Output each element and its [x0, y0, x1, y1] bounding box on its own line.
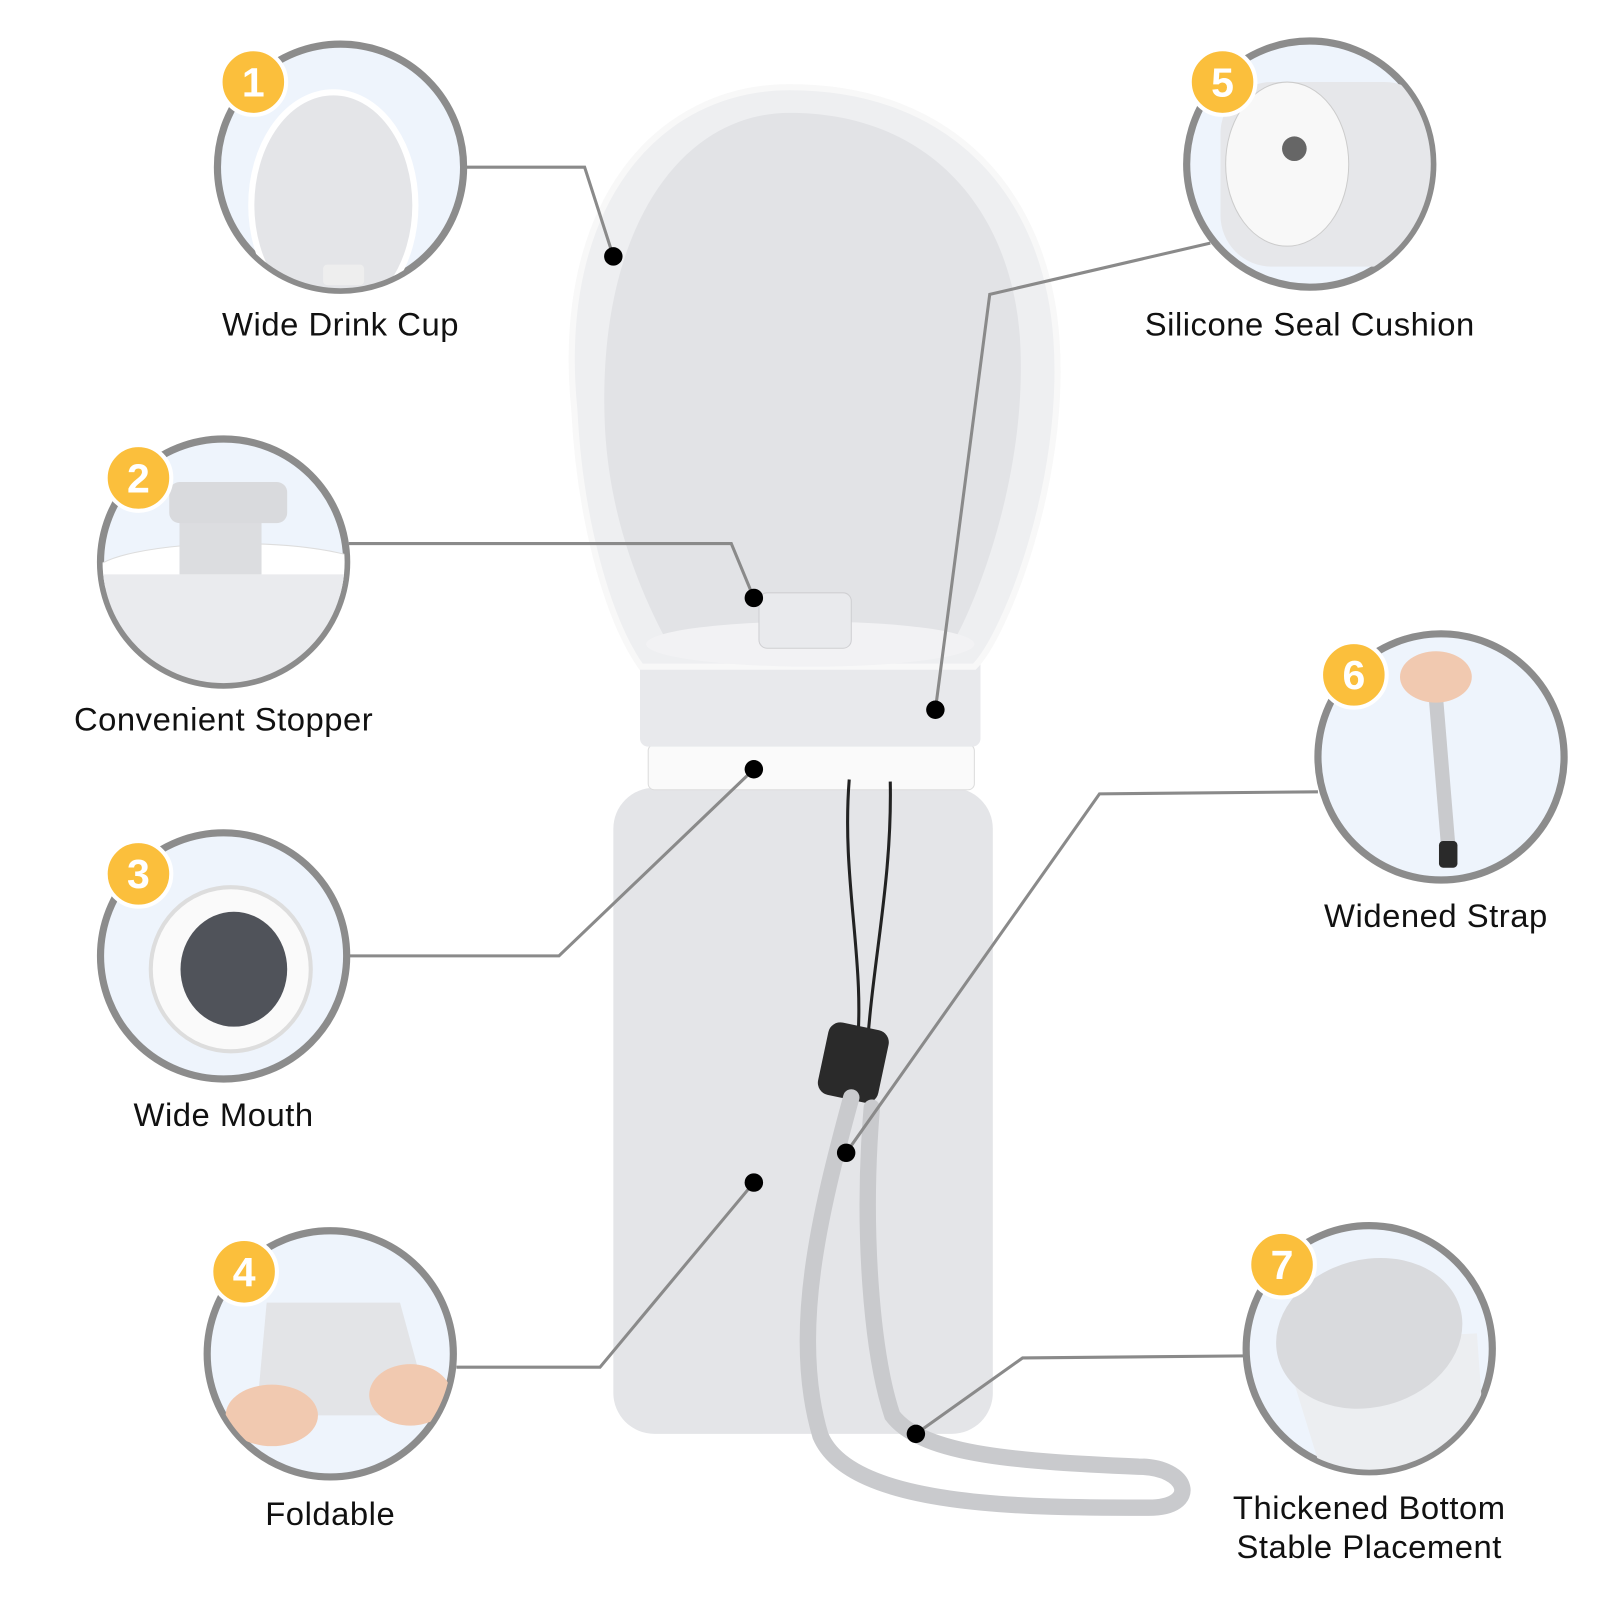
feature-label: Silicone Seal Cushion	[1145, 305, 1475, 342]
bottle-ring	[647, 744, 975, 791]
badge-number: 6	[1342, 652, 1365, 698]
badge-3	[103, 838, 174, 909]
feature-convenient-stopper: 2 Convenient Stopper	[74, 435, 373, 737]
feature-label: Wide Drink Cup	[222, 305, 459, 342]
strap-cord	[846, 779, 892, 1057]
leader-lines	[348, 165, 1318, 1444]
feature-silicone-seal-cushion: 5 Silicone Seal Cushion	[1145, 37, 1475, 342]
marker-dot	[604, 247, 623, 266]
water-bottle-image	[568, 84, 1191, 1516]
badge-number: 5	[1211, 59, 1234, 105]
marker-dot	[744, 760, 764, 779]
strap-tip	[817, 1022, 889, 1103]
feature-label: Thickened Bottom	[1233, 1489, 1506, 1526]
feature-label: Stable Placement	[1237, 1528, 1502, 1565]
marker-dot	[906, 1424, 926, 1444]
bottle-collar	[640, 656, 981, 747]
badge-6	[1318, 639, 1389, 710]
feature-wide-drink-cup: 1 Wide Drink Cup	[213, 40, 468, 342]
feature-label: Foldable	[265, 1495, 395, 1532]
strap	[799, 1089, 1191, 1516]
badge-number: 1	[242, 59, 265, 105]
marker-dot	[744, 588, 764, 608]
marker-dot	[836, 1143, 856, 1163]
badge-number: 4	[233, 1249, 256, 1295]
marker-dot	[926, 700, 945, 719]
feature-wide-mouth: 3 Wide Mouth	[96, 829, 351, 1133]
badge-1	[218, 47, 289, 117]
feature-widened-strap: 6 Widened Strap	[1314, 630, 1568, 934]
badge-number: 3	[127, 851, 150, 897]
feature-label: Wide Mouth	[133, 1096, 313, 1133]
feature-label: Convenient Stopper	[74, 700, 373, 737]
badge-number: 2	[127, 455, 150, 501]
bottle-body	[613, 787, 993, 1434]
stopper	[758, 592, 852, 649]
badge-5	[1187, 47, 1258, 117]
badge-4	[209, 1236, 279, 1307]
feature-thickened-bottom: 7 Thickened Bottom Stable Placement	[1233, 1222, 1506, 1565]
badge-2	[103, 443, 174, 513]
badge-7	[1247, 1229, 1317, 1300]
badge-number: 7	[1271, 1242, 1294, 1288]
feature-foldable: 4 Foldable	[203, 1227, 457, 1532]
feature-label: Widened Strap	[1324, 897, 1548, 934]
marker-dot	[744, 1173, 764, 1192]
